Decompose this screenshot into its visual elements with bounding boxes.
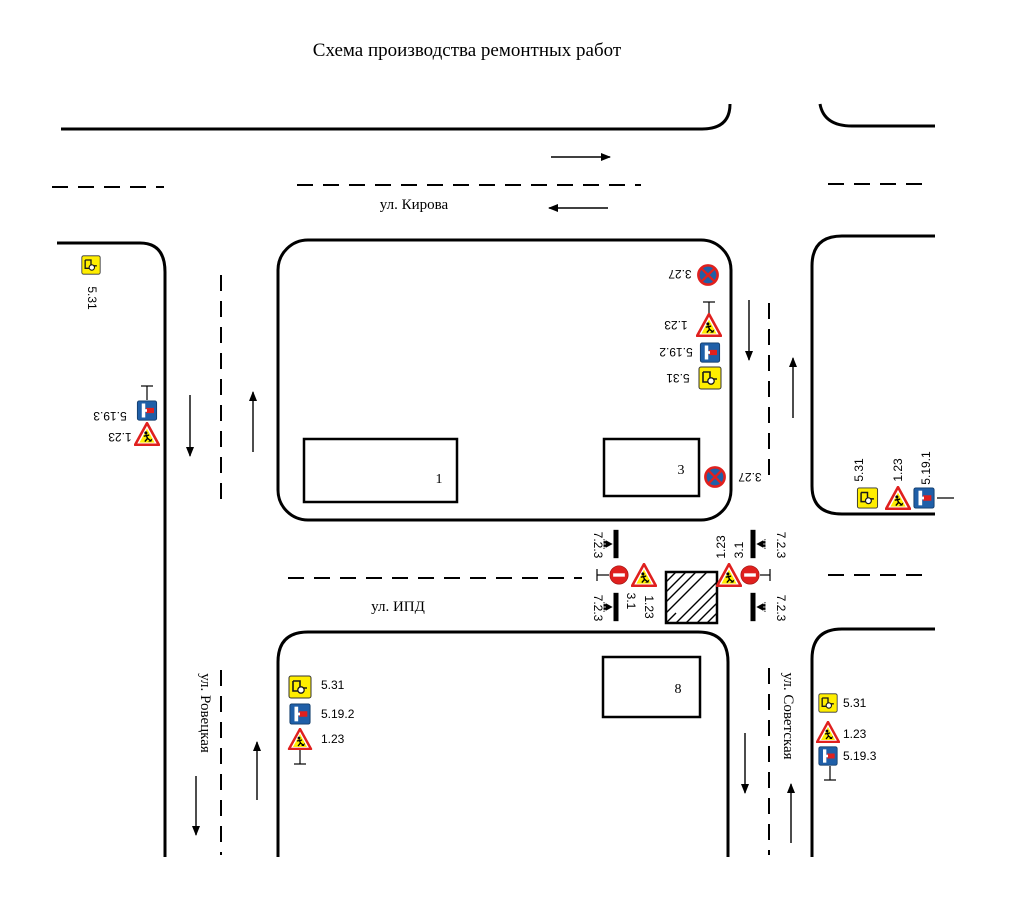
sign-code-label: 5.19.3 — [93, 409, 127, 423]
sign-1-23 — [885, 486, 911, 510]
sign-5-31 — [288, 675, 312, 699]
street-label-roveckaya: ул. Ровецкая — [197, 673, 213, 753]
lane-markings — [52, 183, 930, 855]
street-label-sovetskaya: ул. Советская — [780, 673, 796, 760]
sign-code-label: 5.19.1 — [919, 451, 933, 485]
sign-group-east-corner: 5.31 1.23 5.19.1 — [852, 451, 954, 510]
sign-code-label: 1.23 — [108, 430, 132, 444]
sign-7-2-3 — [750, 592, 767, 622]
sign-5-19-2 — [289, 703, 311, 725]
sign-3-1 — [609, 565, 629, 585]
sign-group-block-east: 3.27 1.23 5.19.2 5.31 3.27 — [659, 264, 762, 488]
sign-code-label: 3.27 — [668, 267, 692, 281]
sign-5-31 — [698, 366, 722, 390]
sign-code-label: 5.31 — [85, 286, 99, 310]
sign-3-27 — [697, 264, 719, 286]
building-8: 8 — [601, 655, 702, 719]
sign-code-label: 5.31 — [666, 371, 690, 385]
sign-5-31 — [818, 692, 838, 714]
sign-code-label: 3.27 — [738, 470, 762, 484]
sign-1-23 — [696, 313, 722, 337]
sign-code-label: 5.31 — [843, 696, 867, 710]
sign-1-23 — [134, 422, 160, 446]
street-label-kirova: ул. Кирова — [380, 197, 449, 213]
sign-code-label: 5.19.3 — [843, 749, 877, 763]
sign-5-31 — [856, 487, 879, 509]
sign-code-label: 3.1 — [624, 593, 638, 610]
building-3: 3 — [602, 437, 701, 498]
sign-3-27 — [704, 466, 726, 488]
sign-group-work-zone-east: 7.2.3 1.23 3.1 7.2.3 — [714, 529, 788, 622]
sign-code-label: 7.2.3 — [774, 595, 788, 622]
scheme-title: Схема производства ремонтных работ — [313, 40, 622, 61]
sign-group-ipd-southwest: 5.31 5.19.2 1.23 — [287, 675, 355, 765]
sign-code-label: 5.19.2 — [659, 345, 693, 359]
sign-code-label: 5.19.2 — [321, 707, 355, 721]
sign-group-rovetskaya-upper: 5.19.3 1.23 — [93, 385, 160, 446]
sign-code-label: 1.23 — [664, 318, 688, 332]
building-number: 3 — [678, 463, 685, 478]
sign-code-label: 1.23 — [843, 727, 867, 741]
road-edges — [57, 103, 935, 857]
sign-1-23 — [716, 563, 742, 587]
sign-5-31: 5.31 — [80, 255, 102, 310]
building-1: 1 — [302, 437, 459, 504]
sign-code-label: 5.31 — [321, 678, 345, 692]
sign-3-1 — [740, 565, 760, 585]
sign-1-23 — [631, 563, 657, 587]
sign-5-19-3 — [136, 400, 158, 421]
sign-1-23 — [287, 728, 313, 750]
traffic-arrows — [186, 153, 797, 843]
work-zone-hatched — [664, 570, 719, 625]
sign-code-label: 1.23 — [714, 535, 728, 559]
sign-code-label: 7.2.3 — [591, 532, 605, 559]
sign-1-23 — [816, 721, 840, 743]
sign-code-label: 7.2.3 — [774, 532, 788, 559]
sign-code-label: 1.23 — [642, 595, 656, 619]
sign-5-19-2 — [699, 342, 721, 363]
sign-code-label: 1.23 — [891, 458, 905, 482]
sign-5-19-3 — [818, 746, 838, 766]
sign-code-label: 7.2.3 — [591, 595, 605, 622]
building-number: 8 — [675, 682, 682, 697]
sign-code-label: 3.1 — [732, 541, 746, 558]
sign-group-sovetskaya-east: 5.31 1.23 5.19.3 — [816, 692, 877, 781]
sign-7-2-3 — [750, 529, 767, 559]
sign-code-label: 5.31 — [852, 458, 866, 482]
building-number: 1 — [436, 472, 443, 487]
sign-group-work-zone-west: 7.2.3 3.1 1.23 7.2.3 — [591, 529, 657, 622]
street-label-ipd: ул. ИПД — [371, 599, 425, 615]
sign-code-label: 1.23 — [321, 732, 345, 746]
sign-5-19-1 — [913, 487, 935, 509]
